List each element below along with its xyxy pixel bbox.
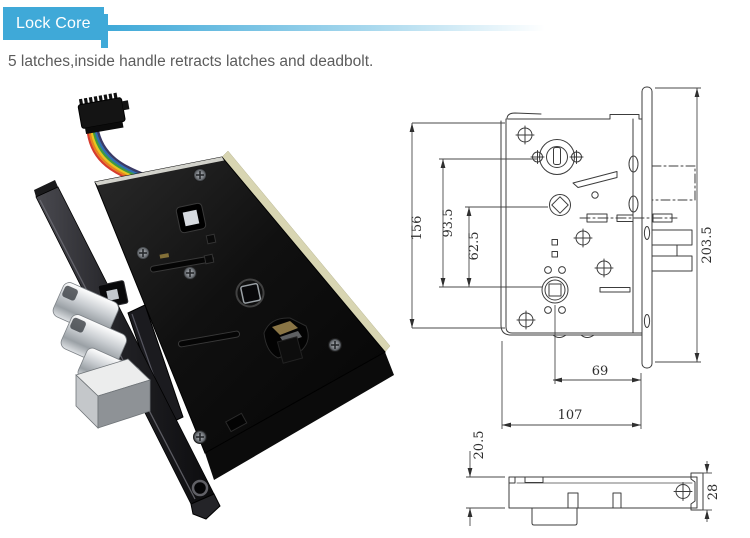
spindle-hub — [541, 276, 569, 304]
lock-body-photo — [34, 92, 394, 520]
dim-label-faceplate-width: 28 — [706, 484, 721, 501]
feature-description: 5 latches,inside handle retracts latches… — [8, 53, 374, 70]
accent-bar — [101, 14, 108, 48]
dim-label-case-width: 107 — [558, 408, 583, 423]
dim-label-backset: 69 — [592, 364, 609, 379]
faceplate-screw-hole — [191, 479, 209, 497]
dimension-drawing: 156 93.5 62.5 203.5 69 107 20.5 28 — [409, 86, 721, 526]
dim-label-cylinder-spacing: 93.5 — [441, 209, 456, 238]
cylinder-hole — [530, 139, 584, 175]
deadbolt — [75, 358, 151, 429]
dim-label-hub-spacing: 62.5 — [467, 232, 482, 261]
phantom-cylinder-outline — [651, 165, 696, 201]
dim-label-faceplate-length: 203.5 — [700, 226, 715, 263]
dimension-lines — [411, 87, 712, 526]
dim-label-overall-height: 156 — [410, 216, 425, 241]
side-view — [508, 472, 704, 526]
side-faceplate — [690, 472, 704, 511]
lock-case — [94, 150, 394, 480]
thumbturn-hub — [549, 194, 571, 216]
section-title-badge: Lock Core — [3, 7, 104, 40]
dimension-arrows — [409, 88, 710, 519]
spindle-hole — [235, 278, 265, 308]
dim-label-case-thickness: 20.5 — [472, 431, 487, 460]
cable-connector — [77, 92, 130, 135]
accent-line — [108, 25, 545, 31]
deadbolt-mechanism-opening — [263, 317, 309, 364]
front-view — [500, 86, 696, 369]
faceplate-outline — [641, 86, 653, 369]
